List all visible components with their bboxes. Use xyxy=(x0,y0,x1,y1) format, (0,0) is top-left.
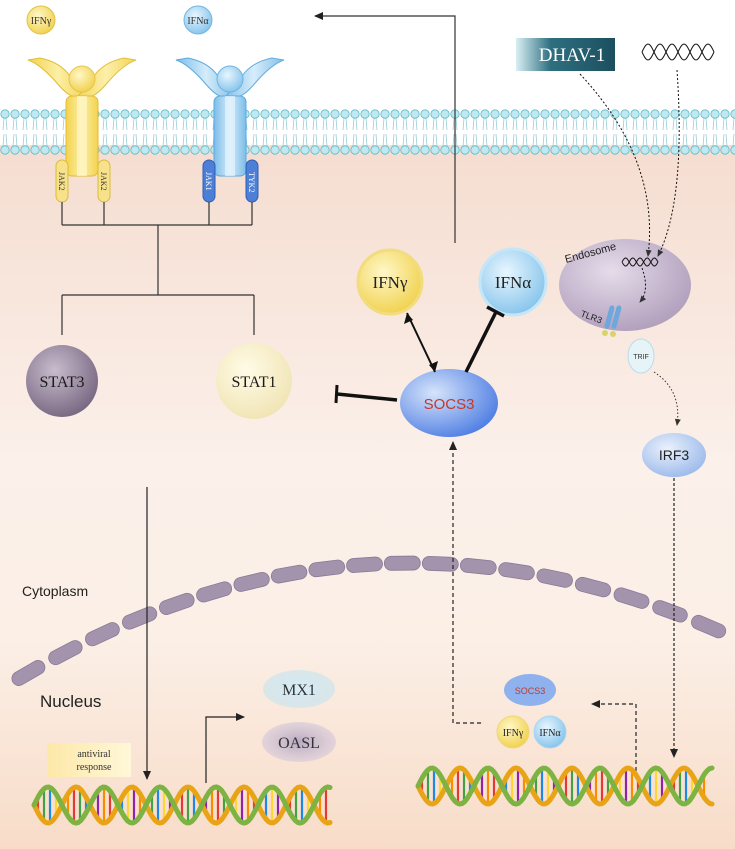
cell-membrane xyxy=(0,109,735,155)
ifng-receptor xyxy=(27,57,137,203)
stat1-node xyxy=(216,343,292,419)
ifng-small-label: IFNγ xyxy=(503,728,524,739)
jak2-label-left: JAK2 xyxy=(57,172,66,191)
trif-label: TRIF xyxy=(633,354,649,361)
ifna-node xyxy=(478,247,548,317)
antiviral-response-box xyxy=(47,743,131,777)
ifna-node-label: IFNα xyxy=(495,273,531,292)
viral-entry-arrows xyxy=(579,69,680,303)
irf3-node xyxy=(642,433,706,477)
nucleus-label: Nucleus xyxy=(40,692,101,711)
tyk2-label: TYK2 xyxy=(247,172,256,192)
socs3-node xyxy=(400,369,498,437)
jak-signal-tree xyxy=(61,202,255,335)
cytoplasm-label: Cytoplasm xyxy=(22,583,88,599)
dna-helix-left xyxy=(31,784,333,826)
socs3-small-node xyxy=(504,674,556,706)
socs3-label: SOCS3 xyxy=(424,396,475,413)
socs3-small-label: SOCS3 xyxy=(515,686,546,696)
oasl-node xyxy=(262,722,336,762)
ifna-ligand xyxy=(183,5,213,35)
tlr3-receptor xyxy=(602,305,622,337)
endosome-rna-icon xyxy=(621,257,659,267)
ifna-small-label: IFNα xyxy=(539,728,561,739)
mx1-label: MX1 xyxy=(282,682,316,699)
dhav1-label: DHAV-1 xyxy=(539,45,606,66)
antiviral-line1: antiviral xyxy=(77,749,111,760)
feedback-arrow-top xyxy=(314,12,456,243)
oasl-label: OASL xyxy=(278,735,320,752)
dna-helix-right xyxy=(415,765,715,807)
viral-rna-icon xyxy=(641,43,715,61)
ifna-small-node xyxy=(533,715,567,749)
ifna-ligand-label: IFNα xyxy=(187,16,209,27)
antiviral-line2: response xyxy=(77,762,113,773)
dna-to-products-arrow xyxy=(591,700,637,771)
ifng-small-node xyxy=(496,715,530,749)
ifng-node-label: IFNγ xyxy=(373,273,408,292)
ifng-node xyxy=(356,248,424,316)
jak1-label: JAK1 xyxy=(204,172,213,191)
irf3-label: IRF3 xyxy=(659,447,690,463)
stat1-label: STAT1 xyxy=(232,374,277,391)
mx1-node xyxy=(263,670,335,708)
ifng-ligand xyxy=(26,5,56,35)
feedback-to-socs3-arrow xyxy=(449,441,481,724)
stat3-node xyxy=(26,345,98,417)
dna-to-mx1-arrow xyxy=(205,713,245,783)
jak2-label-right: JAK2 xyxy=(99,172,108,191)
ifna-receptor xyxy=(175,57,285,203)
dhav1-box xyxy=(516,38,615,71)
nuclear-envelope xyxy=(11,555,727,686)
ifng-ligand-label: IFNγ xyxy=(31,16,52,27)
stat3-label: STAT3 xyxy=(40,374,85,391)
trif-node xyxy=(627,338,655,374)
socs3-interactions xyxy=(334,305,505,404)
